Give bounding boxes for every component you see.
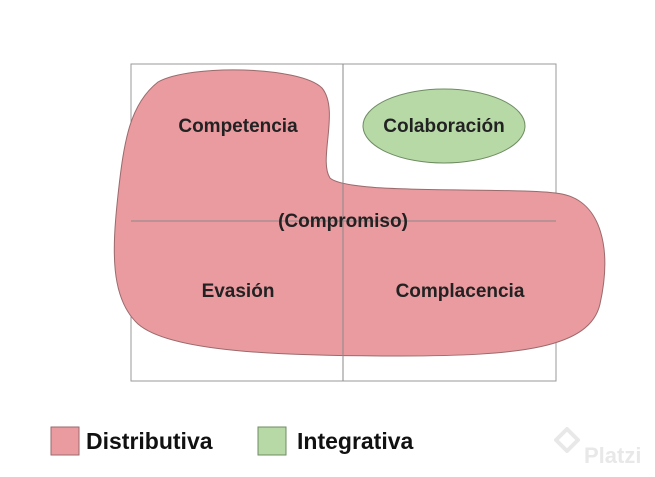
- label-compromiso: (Compromiso): [278, 211, 408, 232]
- integrative-region: [362, 88, 526, 164]
- label-competencia: Competencia: [178, 116, 298, 137]
- legend-label-integrative: Integrativa: [297, 428, 414, 454]
- legend: Distributiva Integrativa: [50, 426, 414, 456]
- label-colaboracion: Colaboración: [383, 116, 504, 137]
- watermark-text: Platzi: [584, 443, 641, 468]
- platzi-logo-icon: [554, 427, 580, 453]
- legend-label-distributive: Distributiva: [86, 428, 213, 454]
- label-evasion: Evasión: [202, 281, 275, 302]
- legend-swatch-distributive: [50, 426, 80, 456]
- distributive-region: [113, 69, 606, 357]
- platzi-watermark: Platzi: [554, 427, 641, 468]
- legend-swatch-integrative: [257, 426, 287, 456]
- label-complacencia: Complacencia: [396, 281, 525, 302]
